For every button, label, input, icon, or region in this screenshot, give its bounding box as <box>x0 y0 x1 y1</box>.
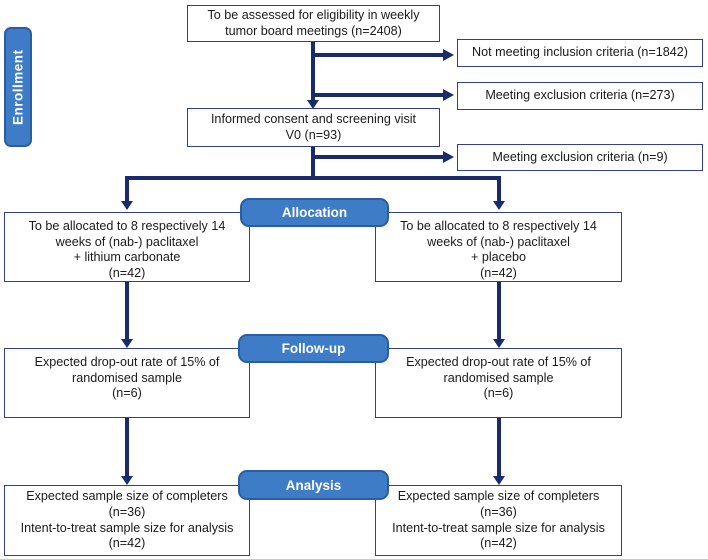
box-line: (n=42) <box>108 265 146 280</box>
arrowhead-down <box>493 476 505 485</box>
box-followup-placebo: Expected drop-out rate of 15% of randomi… <box>375 348 622 418</box>
arrowhead-right <box>443 151 454 163</box>
stage-label-analysis: Analysis <box>238 470 389 500</box>
connector-line <box>125 176 501 180</box>
box-line: randomised sample <box>443 370 554 385</box>
box-line: Meeting exclusion criteria (n=9) <box>492 149 668 164</box>
box-line: + lithium carbonate <box>73 250 181 265</box>
connector-line <box>311 42 315 102</box>
box-line: Not meeting inclusion criteria (n=1842) <box>472 45 688 60</box>
box-line: To be allocated to 8 respectively 14 <box>400 219 597 233</box>
box-line: (n=36) <box>480 504 517 519</box>
box-line: weeks of (nab-) paclitaxel <box>427 234 570 249</box>
arrowhead-down <box>493 339 505 348</box>
box-eligibility: To be assessed for eligibility in weekly… <box>187 5 440 42</box>
box-line: (n=42) <box>480 536 517 551</box>
box-line: tumor board meetings (n=2408) <box>225 23 402 38</box>
connector-line <box>311 53 443 57</box>
connector-line <box>125 176 129 202</box>
connector-line <box>497 176 501 202</box>
arrowhead-down <box>307 100 319 109</box>
arrowhead-right <box>443 49 454 61</box>
connector-line <box>497 282 501 340</box>
box-line: (n=42) <box>480 265 517 280</box>
box-analysis-lithium: Expected sample size of completers (n=36… <box>4 485 250 556</box>
box-allocation-placebo: To be allocated to 8 respectively 14 wee… <box>375 212 622 282</box>
box-line: + placebo <box>471 250 526 265</box>
arrowhead-down <box>121 476 133 485</box>
box-line: Informed consent and screening visit <box>210 111 417 126</box>
box-line: Intent-to-treat sample size for analysis <box>392 520 605 535</box>
connector-line <box>311 147 315 180</box>
box-line: weeks of (nab-) paclitaxel <box>55 234 199 249</box>
box-meeting-exclusion-9: Meeting exclusion criteria (n=9) <box>457 144 703 171</box>
box-line: V0 (n=93) <box>285 127 342 142</box>
stage-label-followup: Follow-up <box>238 334 389 363</box>
box-line: Intent-to-treat sample size for analysis <box>20 520 234 535</box>
stage-label-allocation: Allocation <box>240 198 389 227</box>
box-line: Expected sample size of completers <box>397 489 600 504</box>
box-followup-lithium: Expected drop-out rate of 15% of randomi… <box>4 348 250 418</box>
arrowhead-right <box>443 89 454 101</box>
box-line: randomised sample <box>72 370 182 385</box>
connector-line <box>311 155 443 159</box>
arrowhead-down <box>493 201 505 210</box>
connector-line <box>125 282 129 340</box>
box-analysis-placebo: Expected sample size of completers (n=36… <box>375 485 622 556</box>
box-line: Meeting exclusion criteria (n=273) <box>485 88 675 103</box>
box-allocation-lithium: To be allocated to 8 respectively 14 wee… <box>4 212 250 282</box>
box-line: To be allocated to 8 respectively 14 <box>28 219 226 233</box>
box-not-meeting-inclusion: Not meeting inclusion criteria (n=1842) <box>457 39 703 67</box>
box-informed-consent: Informed consent and screening visit V0 … <box>187 108 440 147</box>
box-line: Expected drop-out rate of 15% of <box>406 355 591 369</box>
box-meeting-exclusion-273: Meeting exclusion criteria (n=273) <box>457 82 703 110</box>
box-line: (n=6) <box>483 386 514 401</box>
arrowhead-down <box>121 201 133 210</box>
box-line: Expected sample size of completers <box>26 489 228 504</box>
box-line: (n=42) <box>108 536 146 551</box>
box-line: (n=6) <box>112 386 142 401</box>
box-line: To be assessed for eligibility in weekly <box>207 7 420 22</box>
box-line: (n=36) <box>108 504 146 519</box>
connector-line <box>497 418 501 477</box>
arrowhead-down <box>121 339 133 348</box>
stage-label-enrollment: Enrollment <box>4 27 32 147</box>
box-line: Expected drop-out rate of 15% of <box>34 355 220 369</box>
connector-line <box>311 93 443 97</box>
connector-line <box>125 418 129 477</box>
